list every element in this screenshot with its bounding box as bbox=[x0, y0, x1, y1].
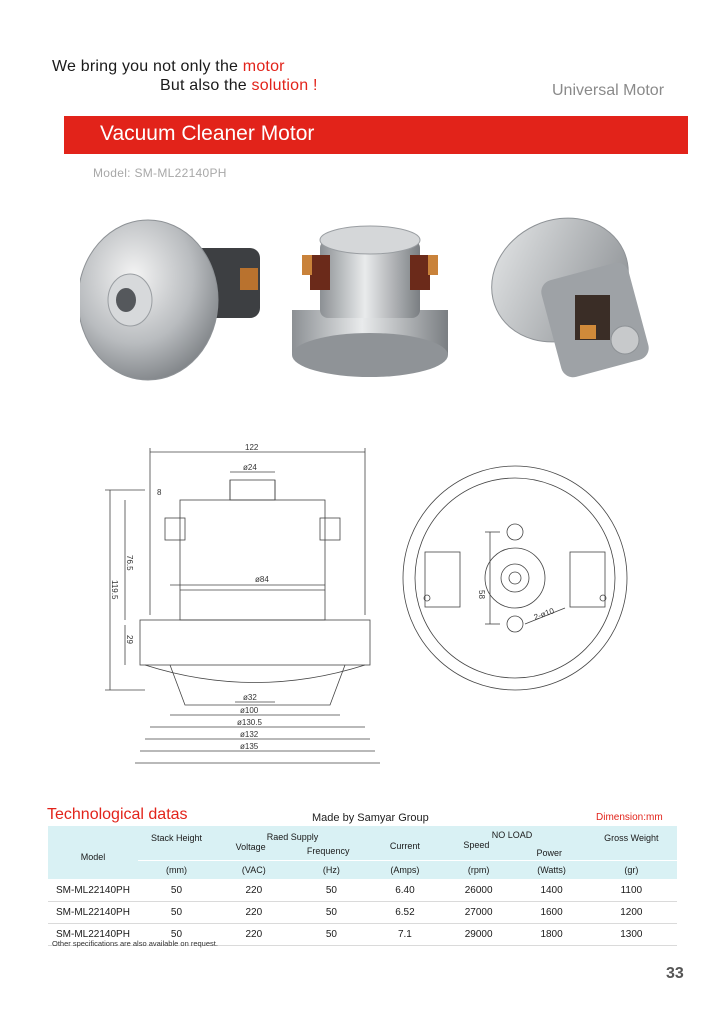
spec-table: Model Stack Height Raed Supply Voltage F… bbox=[48, 826, 677, 946]
unit-rpm: (rpm) bbox=[439, 860, 518, 880]
header-rated-supply: Raed Supply bbox=[266, 832, 319, 842]
cell-model: SM-ML22140PH bbox=[48, 901, 138, 924]
cell-gross-weight: 1100 bbox=[585, 879, 677, 902]
dim-dia130-5: ø130.5 bbox=[237, 718, 262, 727]
front-elevation-drawing bbox=[402, 465, 628, 691]
tagline-1-highlight: motor bbox=[242, 58, 285, 75]
dim-58: 58 bbox=[477, 590, 486, 599]
cell-voltage: 220 bbox=[214, 901, 293, 924]
cell-speed: 26000 bbox=[439, 879, 518, 902]
unit-amps: (Amps) bbox=[370, 860, 440, 880]
unit-watts: (Watts) bbox=[517, 860, 586, 880]
cell-gross-weight: 1200 bbox=[585, 901, 677, 924]
model-label: Model: SM-ML22140PH bbox=[93, 166, 227, 180]
header-rated-supply-group: Raed Supply Voltage Frequency bbox=[214, 826, 371, 861]
maker-label: Made by Samyar Group bbox=[312, 812, 429, 824]
cell-stack-height: 50 bbox=[137, 901, 215, 924]
tagline-line-1: We bring you not only the motor bbox=[52, 58, 285, 76]
table-row: SM-ML22140PH 50 220 50 7.1 29000 1800 13… bbox=[48, 923, 677, 946]
cell-current: 6.52 bbox=[370, 901, 440, 924]
cell-current: 7.1 bbox=[370, 923, 440, 946]
cell-stack-height: 50 bbox=[137, 923, 215, 946]
page-number: 33 bbox=[666, 965, 684, 982]
cell-current: 6.40 bbox=[370, 879, 440, 902]
tagline-2-highlight: solution ! bbox=[251, 77, 318, 94]
header-current: Current bbox=[370, 826, 440, 861]
dim-119-5: 119.5 bbox=[110, 580, 119, 600]
product-photos bbox=[80, 217, 649, 381]
cell-speed: 27000 bbox=[439, 901, 518, 924]
header-frequency: Frequency bbox=[306, 846, 350, 856]
table-row: SM-ML22140PH 50 220 50 6.52 27000 1600 1… bbox=[48, 901, 677, 924]
dim-dia24: ø24 bbox=[243, 463, 257, 472]
unit-gr: (gr) bbox=[585, 860, 677, 880]
page-title: Vacuum Cleaner Motor bbox=[100, 122, 315, 145]
cell-gross-weight: 1300 bbox=[585, 923, 677, 946]
dim-29: 29 bbox=[125, 635, 134, 644]
dim-8: 8 bbox=[157, 488, 162, 497]
dim-122: 122 bbox=[245, 443, 259, 452]
motor-photo-front bbox=[80, 219, 260, 381]
dim-dia84: ø84 bbox=[255, 575, 269, 584]
cell-frequency: 50 bbox=[292, 901, 371, 924]
tagline-line-2: But also the solution ! bbox=[160, 77, 318, 95]
side-elevation-drawing bbox=[105, 448, 380, 764]
header-power: Power bbox=[536, 848, 563, 858]
cell-power: 1600 bbox=[517, 901, 586, 924]
header-stack-height: Stack Height bbox=[137, 826, 215, 861]
header-no-load-group: NO LOAD Speed Power bbox=[439, 826, 586, 861]
dim-dia32: ø32 bbox=[243, 693, 257, 702]
tagline-1-text: We bring you not only the bbox=[52, 58, 243, 75]
dim-dia100: ø100 bbox=[240, 706, 259, 715]
technical-drawings: 122 ø24 8 76.5 119.5 ø84 29 ø32 ø100 ø13… bbox=[105, 443, 628, 764]
dimension-unit-label: Dimension:mm bbox=[596, 812, 663, 823]
title-banner bbox=[64, 116, 688, 154]
cell-voltage: 220 bbox=[214, 879, 293, 902]
tech-section-title: Technological datas bbox=[47, 806, 188, 823]
cell-stack-height: 50 bbox=[137, 879, 215, 902]
dim-dia132: ø132 bbox=[240, 730, 259, 739]
header-voltage: Voltage bbox=[235, 842, 266, 852]
spec-header-row: Model Stack Height Raed Supply Voltage F… bbox=[48, 826, 677, 880]
header-speed: Speed bbox=[463, 840, 490, 850]
cell-power: 1400 bbox=[517, 879, 586, 902]
dim-dia135: ø135 bbox=[240, 742, 259, 751]
table-row: SM-ML22140PH 50 220 50 6.40 26000 1400 1… bbox=[48, 879, 677, 902]
availability-note: Other specifications are also available … bbox=[52, 939, 218, 948]
cell-voltage: 220 bbox=[214, 923, 293, 946]
motor-photo-angled bbox=[491, 217, 649, 378]
header-gross-weight: Gross Weight bbox=[585, 826, 677, 861]
cell-frequency: 50 bbox=[292, 879, 371, 902]
spec-units-row: (mm) (VAC) (Hz) (Amps) (rpm) (Watts) (gr… bbox=[48, 860, 677, 880]
unit-hz: (Hz) bbox=[292, 860, 371, 880]
category-label: Universal Motor bbox=[552, 82, 665, 99]
cell-model: SM-ML22140PH bbox=[48, 923, 138, 946]
cell-power: 1800 bbox=[517, 923, 586, 946]
unit-vac: (VAC) bbox=[214, 860, 293, 880]
unit-mm: (mm) bbox=[137, 860, 215, 880]
dim-2-dia10: 2-ø10 bbox=[533, 606, 556, 622]
cell-frequency: 50 bbox=[292, 923, 371, 946]
cell-model: SM-ML22140PH bbox=[48, 879, 138, 902]
dim-76-5: 76.5 bbox=[125, 555, 134, 571]
header-model: Model bbox=[48, 826, 138, 880]
tagline-2-text: But also the bbox=[160, 77, 252, 94]
header-no-load: NO LOAD bbox=[491, 830, 533, 840]
motor-photo-side bbox=[292, 225, 448, 377]
cell-speed: 29000 bbox=[439, 923, 518, 946]
